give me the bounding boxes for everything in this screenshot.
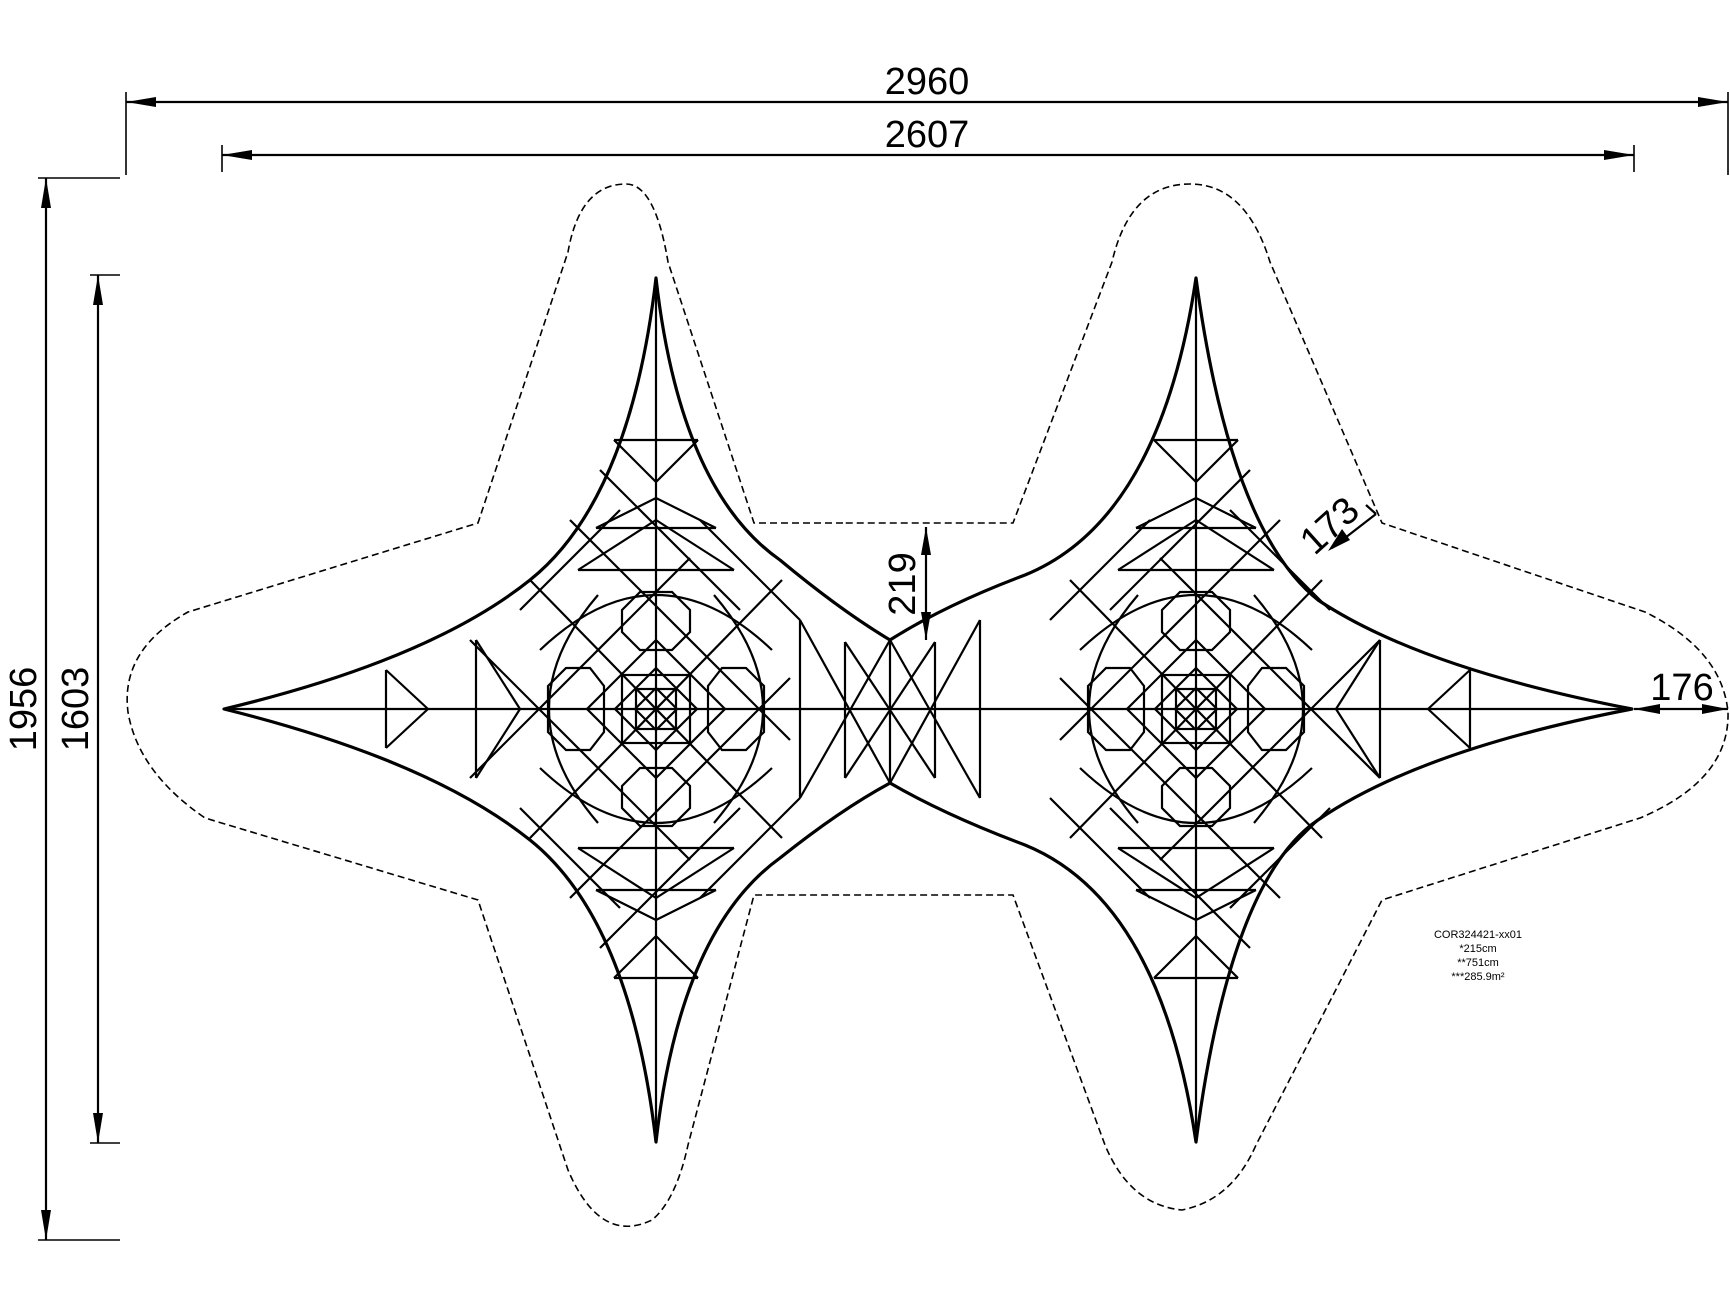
safety-zone-outline xyxy=(126,183,1729,1228)
net-rope-pattern xyxy=(224,278,1632,1142)
dimension-overall-width: 2960 xyxy=(125,61,1729,175)
middle-clearance-label: 219 xyxy=(882,552,924,615)
dimension-middle-clearance: 219 xyxy=(882,527,931,640)
dimension-net-width: 2607 xyxy=(221,114,1635,172)
product-height: *215cm xyxy=(1459,943,1496,955)
net-width-label: 2607 xyxy=(885,114,970,156)
dimension-side-clearance: 176 xyxy=(1634,667,1728,714)
diagonal-clearance-label: 173 xyxy=(1292,489,1367,563)
overall-height-label: 1956 xyxy=(3,667,45,752)
dimension-diagonal-clearance: 173 xyxy=(1292,489,1377,563)
overall-width-label: 2960 xyxy=(885,61,970,103)
product-note: COR324421-xx01 *215cm **751cm ***285.9m² xyxy=(1434,929,1522,983)
net-height-label: 1603 xyxy=(55,667,97,752)
product-length: **751cm xyxy=(1457,957,1499,969)
product-area: ***285.9m² xyxy=(1451,971,1505,983)
dimension-overall-height: 1956 xyxy=(3,177,120,1241)
side-clearance-label: 176 xyxy=(1650,667,1713,709)
product-code: COR324421-xx01 xyxy=(1434,929,1522,941)
dimension-net-height: 1603 xyxy=(55,274,120,1144)
